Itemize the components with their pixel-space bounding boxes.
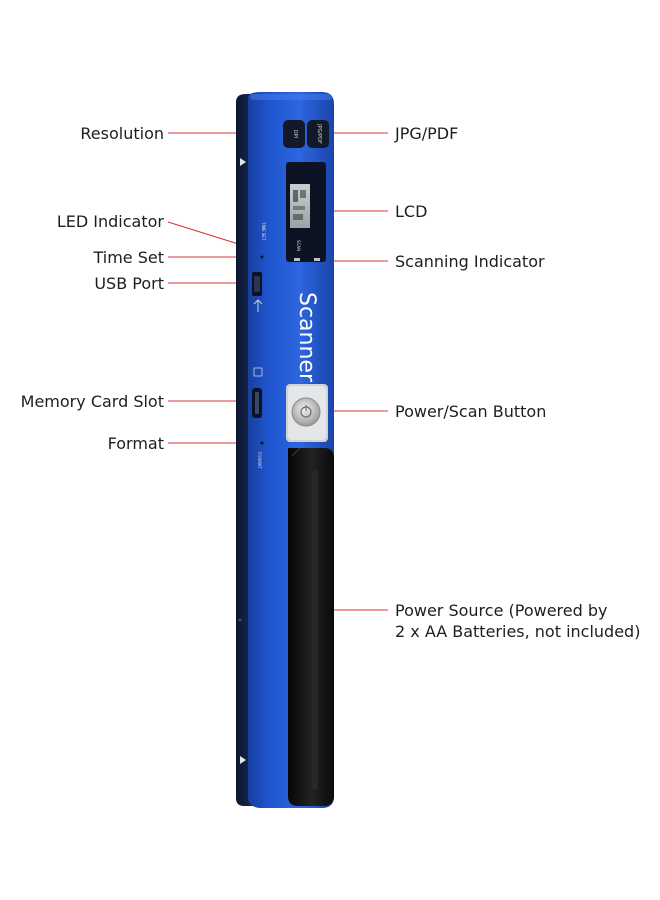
format-hole [260, 441, 264, 445]
memory-card-slot [252, 388, 262, 418]
usb-port [252, 272, 262, 296]
scanning-indicator [314, 258, 320, 261]
led-indicator [294, 258, 300, 261]
label-led-indicator: LED Indicator [56, 212, 164, 231]
scanner-side [236, 94, 256, 806]
label-format: Format [107, 434, 164, 453]
label-resolution: Resolution [80, 124, 164, 143]
label-jpg-pdf: JPG/PDF [395, 124, 459, 143]
power-scan-button [291, 397, 321, 427]
time-set-hole [260, 255, 264, 259]
label-time-set: Time Set [93, 248, 164, 267]
label-usb-port: USB Port [94, 274, 164, 293]
leader-led [167, 221, 297, 263]
label-lcd: LCD [395, 202, 428, 221]
format-text: FORMAT [257, 452, 262, 469]
label-memory-card-slot: Memory Card Slot [20, 392, 164, 411]
jpg-pdf-button [307, 120, 329, 148]
scanner-body [248, 92, 334, 808]
lcd-screen [290, 184, 310, 228]
jpg-pdf-button-text: JPG/PDF [316, 123, 322, 144]
lcd-frame [286, 162, 326, 262]
scan-label: SCAN [296, 240, 301, 251]
brand-text: Scanner [294, 292, 319, 383]
label-power-scan-button: Power/Scan Button [395, 402, 547, 421]
time-set-text: TIME SET [261, 221, 266, 241]
power-button-housing [286, 384, 328, 442]
dpi-button [283, 120, 305, 148]
label-scanning-indicator: Scanning Indicator [395, 252, 545, 271]
dpi-button-text: DPI [292, 130, 298, 138]
battery-cover [288, 448, 334, 806]
label-power-source-line1: Power Source (Powered by [395, 601, 608, 620]
label-power-source-line2: 2 x AA Batteries, not included) [395, 622, 641, 641]
